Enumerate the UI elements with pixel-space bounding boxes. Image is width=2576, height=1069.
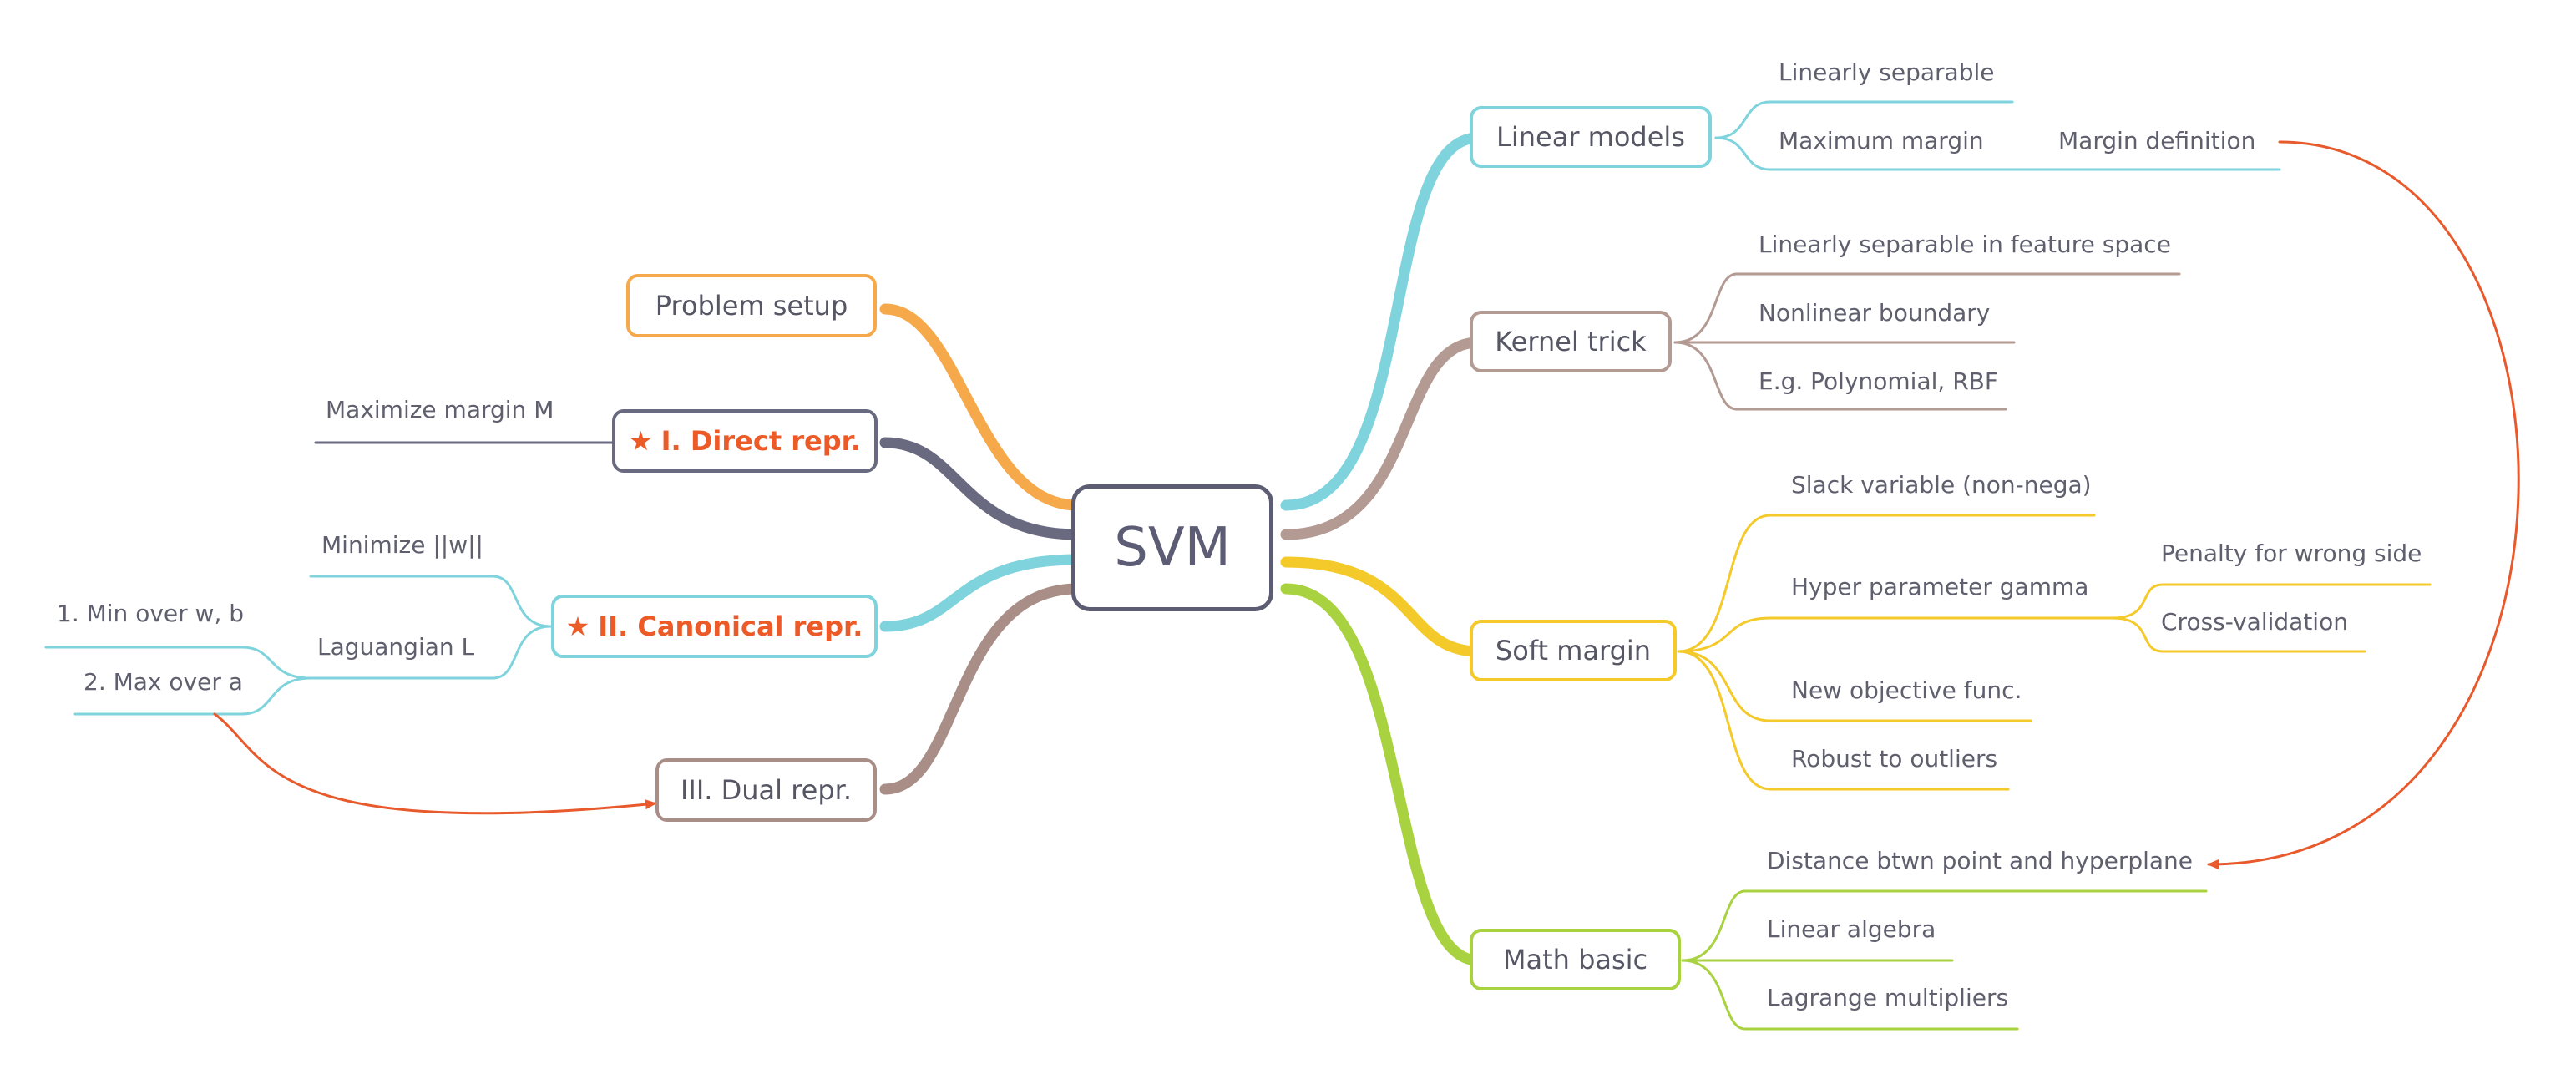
- leaf-min-over-wb[interactable]: 1. Min over w, b: [57, 600, 245, 627]
- leaf-robust-outliers[interactable]: Robust to outliers: [1791, 745, 1998, 773]
- node-dual-repr-label: III. Dual repr.: [680, 774, 853, 806]
- branch-dual-repr: [879, 583, 1083, 795]
- leaf-penalty-wrong-side[interactable]: Penalty for wrong side: [2161, 540, 2422, 567]
- leaf-slack-variable[interactable]: Slack variable (non-nega): [1791, 471, 2092, 499]
- leaf-linearly-separable[interactable]: Linearly separable: [1779, 58, 1995, 86]
- star-icon: ★: [628, 425, 653, 457]
- node-math-basic-label: Math basic: [1502, 944, 1648, 975]
- node-math-basic[interactable]: Math basic: [1470, 929, 1681, 990]
- node-soft-margin-label: Soft margin: [1495, 635, 1652, 666]
- node-problem-setup[interactable]: Problem setup: [626, 274, 877, 337]
- leaf-maximize-margin[interactable]: Maximize margin M: [326, 396, 554, 423]
- node-soft-margin[interactable]: Soft margin: [1470, 620, 1677, 681]
- leaf-lagrangian[interactable]: Laguangian L: [317, 633, 475, 661]
- branch-canonical-repr: [879, 554, 1083, 632]
- node-direct-repr-label: I. Direct repr.: [660, 425, 862, 457]
- link-margin-definition-to-distance: [2207, 140, 2520, 869]
- leaf-polynomial-rbf[interactable]: E.g. Polynomial, RBF: [1759, 367, 1998, 395]
- leaf-max-over-a[interactable]: 2. Max over a: [84, 668, 243, 696]
- branch-linear-models: [1280, 132, 1484, 511]
- central-node-label: SVM: [1114, 517, 1231, 579]
- star-icon: ★: [565, 610, 590, 642]
- branch-problem-setup: [879, 303, 1083, 511]
- branch-math-basic: [1280, 583, 1484, 966]
- leaf-new-objective[interactable]: New objective func.: [1791, 676, 2022, 704]
- leaf-nonlinear-boundary[interactable]: Nonlinear boundary: [1759, 299, 1991, 327]
- node-dual-repr[interactable]: III. Dual repr.: [655, 758, 877, 822]
- leaf-minimize-w[interactable]: Minimize ||w||: [321, 531, 483, 559]
- node-linear-models[interactable]: Linear models: [1470, 106, 1712, 168]
- leaf-linearly-separable-feature-space[interactable]: Linearly separable in feature space: [1759, 231, 2171, 258]
- leaf-cross-validation[interactable]: Cross-validation: [2161, 608, 2348, 636]
- node-canonical-repr-label: II. Canonical repr.: [598, 610, 863, 642]
- leaf-distance-point-hyperplane[interactable]: Distance btwn point and hyperplane: [1767, 847, 2194, 874]
- node-linear-models-label: Linear models: [1496, 121, 1685, 153]
- leaf-hyper-parameter-gamma[interactable]: Hyper parameter gamma: [1791, 573, 2089, 600]
- branch-kernel-trick: [1280, 337, 1484, 540]
- branch-soft-margin: [1280, 556, 1484, 657]
- leaf-linear-algebra[interactable]: Linear algebra: [1767, 915, 1936, 943]
- node-direct-repr[interactable]: ★ I. Direct repr.: [612, 409, 878, 473]
- node-problem-setup-label: Problem setup: [655, 290, 848, 322]
- leaf-margin-definition[interactable]: Margin definition: [2058, 127, 2256, 155]
- leaf-maximum-margin[interactable]: Maximum margin: [1779, 127, 1984, 155]
- node-kernel-trick-label: Kernel trick: [1495, 326, 1647, 357]
- leaf-lagrange-multipliers[interactable]: Lagrange multipliers: [1767, 984, 2009, 1011]
- central-node-svm[interactable]: SVM: [1071, 484, 1273, 611]
- node-canonical-repr[interactable]: ★ II. Canonical repr.: [551, 595, 878, 658]
- node-kernel-trick[interactable]: Kernel trick: [1470, 311, 1672, 372]
- branch-direct-repr: [879, 437, 1083, 540]
- link-max-over-a-to-dual: [213, 712, 657, 815]
